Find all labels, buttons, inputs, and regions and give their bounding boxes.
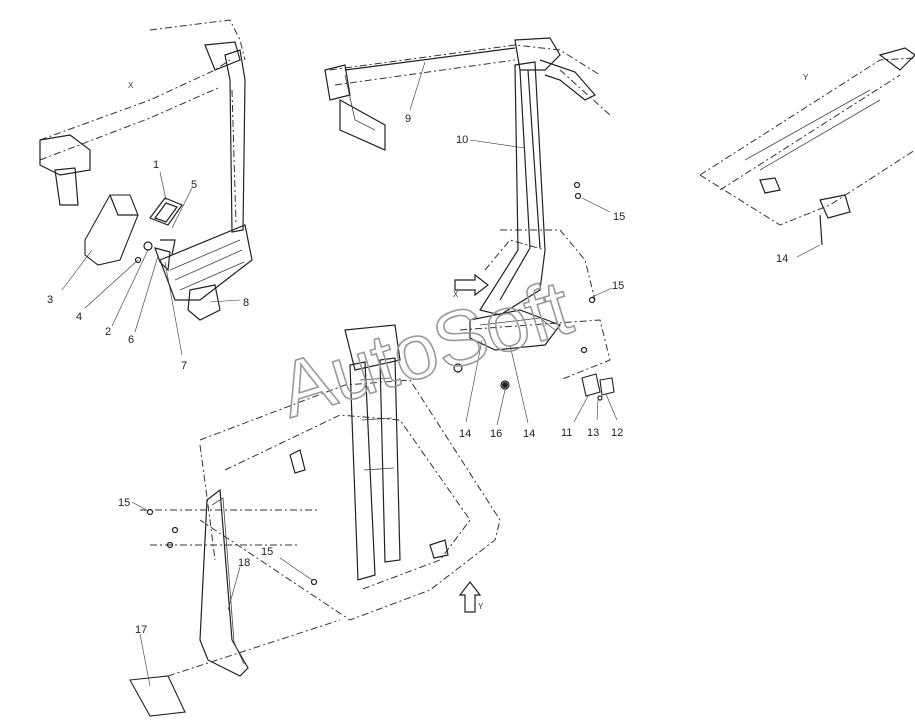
frame-view-x: [39, 19, 253, 321]
floor-module-center: [453, 309, 611, 390]
view-label-x-top: X: [128, 81, 134, 90]
callout-1: 1: [153, 159, 159, 171]
callout-15-a: 15: [613, 211, 625, 223]
callout-3: 3: [47, 294, 53, 306]
mat-part-17: [129, 619, 341, 717]
callout-12: 12: [611, 427, 623, 439]
callout-14-c: 14: [776, 253, 788, 265]
seal-part-1: [149, 197, 183, 226]
callout-8: 8: [243, 297, 249, 309]
callout-6: 6: [128, 334, 134, 346]
view-label-y-top: Y: [803, 73, 809, 82]
callout-11: 11: [561, 427, 572, 439]
callout-5: 5: [191, 179, 197, 191]
frame-top-center: [324, 37, 611, 151]
callout-4: 4: [76, 311, 82, 323]
callout-15-b: 15: [612, 280, 624, 292]
view-label-x-arrow: X: [453, 290, 459, 299]
callout-18: 18: [238, 557, 250, 569]
callout-14-a: 14: [459, 428, 471, 440]
callout-16: 16: [490, 428, 502, 440]
fastener-markers: [146, 181, 596, 586]
view-arrow-y: [458, 581, 482, 613]
pillar-harness-10: [479, 61, 596, 316]
watermark: AutoSoft: [269, 263, 581, 435]
view-arrow-x: [454, 273, 489, 297]
callout-7: 7: [181, 360, 187, 372]
brackets-11-12-13: [581, 373, 615, 401]
leader-lines: [61, 61, 821, 687]
callout-17: 17: [135, 624, 147, 636]
view-label-y-arrow: Y: [478, 602, 484, 611]
cab-frame-lower: [140, 324, 501, 621]
callout-15-c: 15: [118, 497, 130, 509]
trim-panel-18: [199, 488, 249, 677]
callout-10: 10: [456, 134, 468, 146]
cover-part-3: [84, 194, 139, 266]
callout-14-b: 14: [523, 428, 535, 440]
callout-13: 13: [587, 427, 599, 439]
callout-9: 9: [405, 113, 411, 125]
callout-2: 2: [105, 326, 111, 338]
frame-view-y: [699, 47, 915, 246]
callout-15-d: 15: [261, 546, 273, 558]
